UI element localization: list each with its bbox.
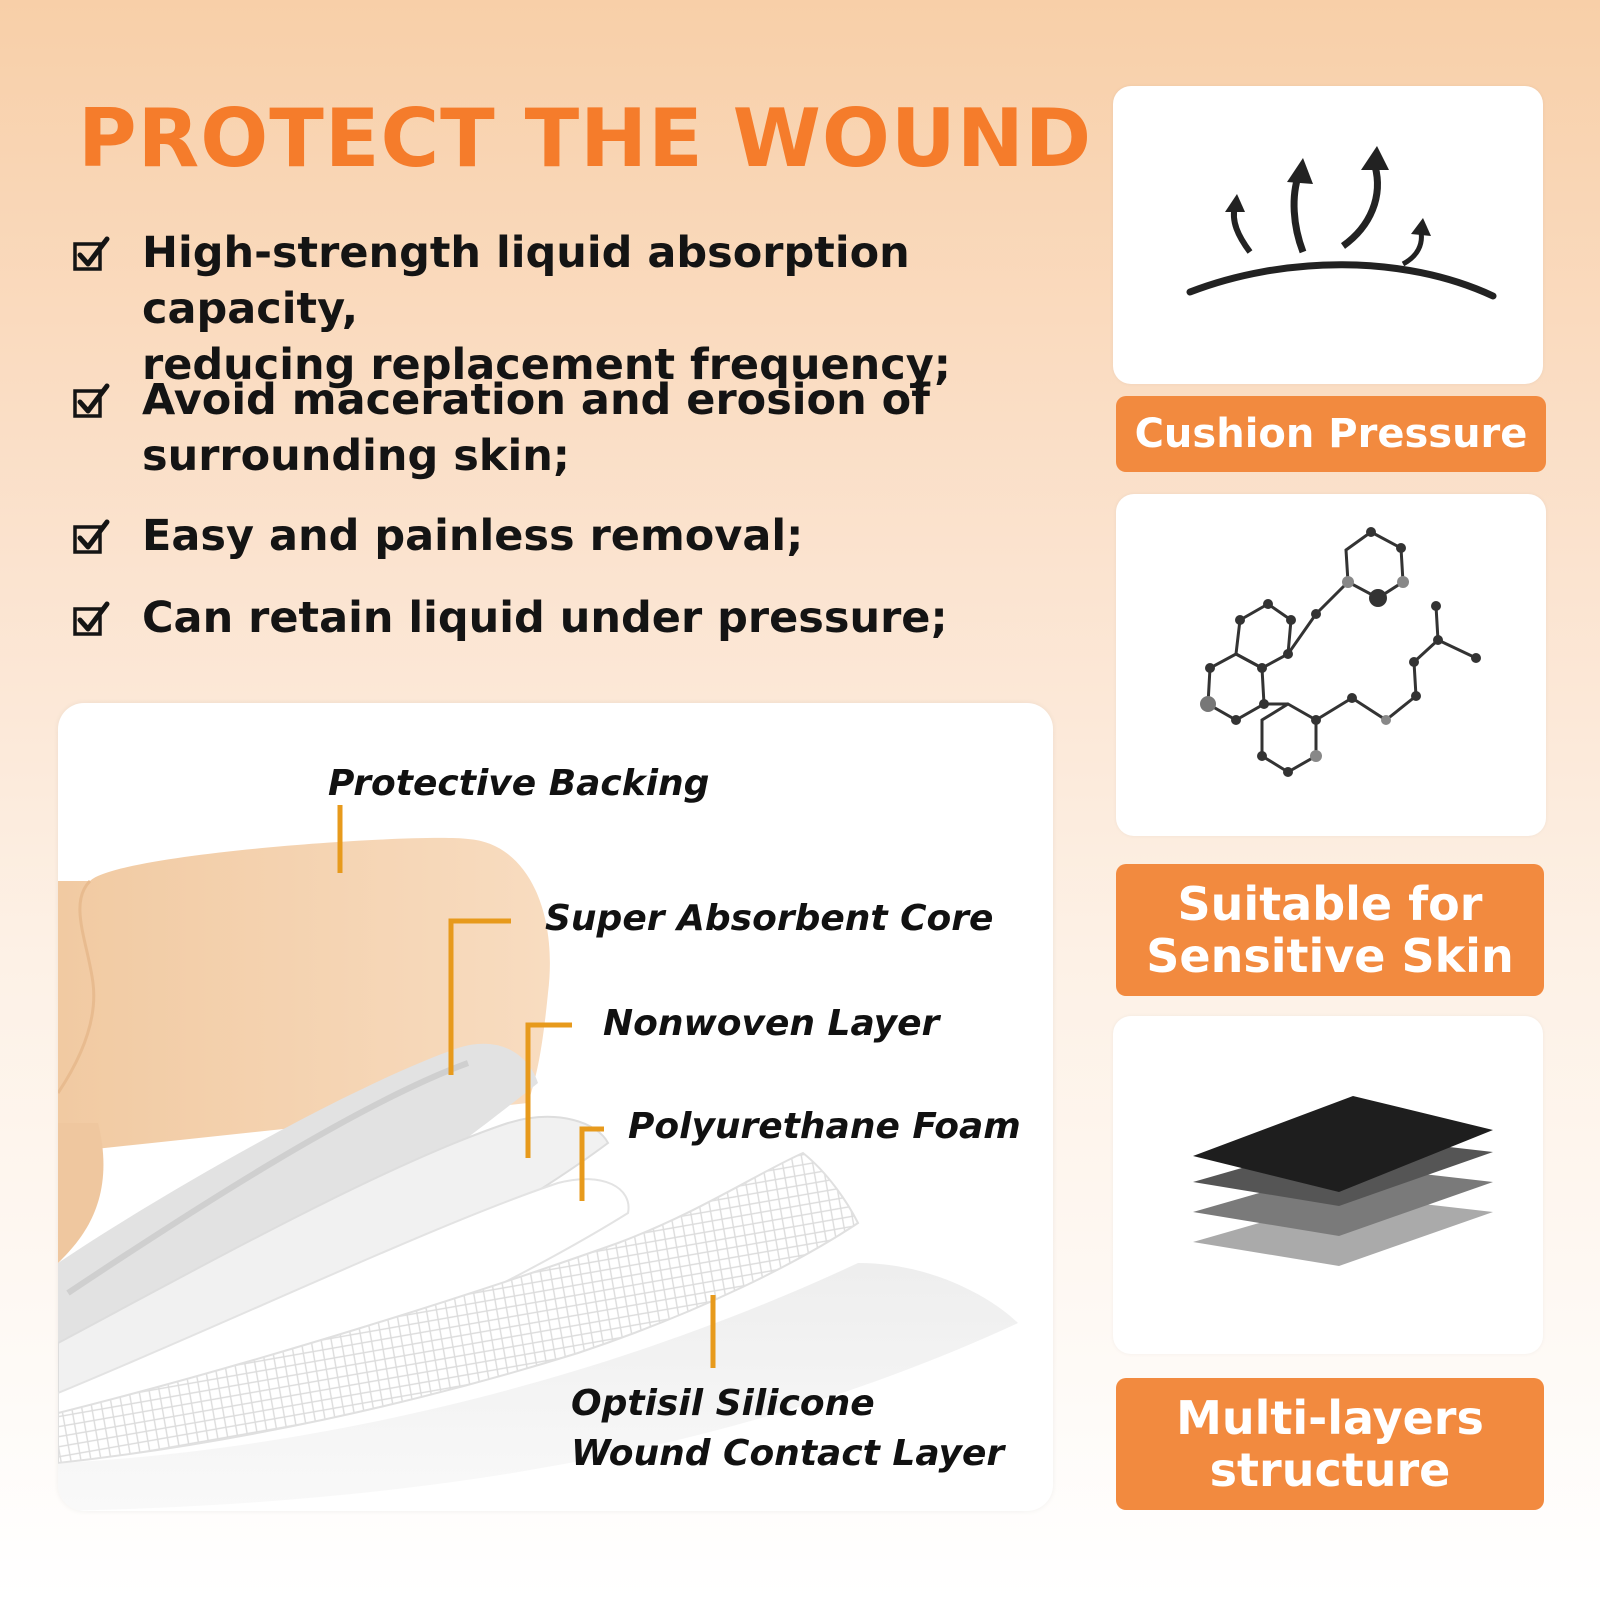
sensitive-skin-tile — [1116, 494, 1546, 836]
label-polyurethane-foam: Polyurethane Foam — [628, 1106, 1021, 1147]
label-contact-layer-line1: Optisil Silicone — [571, 1383, 875, 1424]
dressing-layers-diagram: Protective Backing Super Absorbent Core … — [58, 703, 1053, 1511]
multi-layers-banner: Multi-layers structure — [1116, 1378, 1544, 1510]
label-nonwoven-layer: Nonwoven Layer — [603, 1003, 940, 1044]
sensitive-skin-line1: Suitable for — [1177, 877, 1483, 931]
multi-layers-line2: structure — [1209, 1443, 1451, 1497]
feature-item-removal: Easy and painless removal; — [72, 508, 1082, 564]
feature-line: Can retain liquid under pressure; — [142, 593, 948, 643]
cushion-pressure-tile — [1113, 86, 1543, 384]
sensitive-skin-banner: Suitable for Sensitive Skin — [1116, 864, 1544, 996]
checkbox-checked-icon — [73, 236, 110, 271]
leader-line-nonwoven — [525, 1022, 572, 1158]
checkbox-checked-icon — [73, 383, 110, 418]
label-contact-layer-line2: Wound Contact Layer — [571, 1433, 1005, 1474]
leader-line-core — [448, 918, 511, 1075]
backing-edge — [58, 879, 96, 1094]
feature-item-maceration: Avoid maceration and erosion of surround… — [72, 372, 1082, 484]
molecule-icon — [1200, 527, 1481, 777]
feature-text: Can retain liquid under pressure; — [142, 590, 1082, 646]
multi-layers-line1: Multi-layers — [1176, 1391, 1484, 1445]
label-protective-backing: Protective Backing — [328, 763, 710, 804]
cushion-pressure-label: Cushion Pressure — [1134, 411, 1528, 457]
cushion-pressure-icon — [1186, 146, 1497, 300]
silicone-contact-layer — [58, 1151, 860, 1465]
backing-base — [58, 1123, 104, 1263]
feature-text: High-strength liquid absorption capacity… — [142, 225, 1082, 393]
checkbox-checked-icon — [73, 519, 110, 554]
label-super-absorbent-core: Super Absorbent Core — [545, 898, 994, 939]
feature-item-absorption: High-strength liquid absorption capacity… — [72, 225, 1082, 393]
sensitive-skin-line2: Sensitive Skin — [1146, 929, 1514, 983]
layers-icon — [1193, 1096, 1493, 1266]
leader-line-foam — [579, 1126, 604, 1201]
feature-line: Easy and painless removal; — [142, 511, 804, 561]
feature-text: Easy and painless removal; — [142, 508, 1082, 564]
page-headline: PROTECT THE WOUND — [78, 92, 1093, 185]
checkbox-checked-icon — [73, 601, 110, 636]
feature-line: reducing replacement frequency; — [142, 340, 951, 390]
super-absorbent-core-layer — [58, 1043, 538, 1353]
cushion-pressure-banner: Cushion Pressure — [1116, 396, 1546, 472]
feature-item-pressure: Can retain liquid under pressure; — [72, 590, 1082, 646]
feature-line: High-strength liquid absorption capacity… — [142, 228, 910, 334]
leader-lines — [337, 805, 716, 1368]
dressing-illustration — [58, 805, 1018, 1511]
feature-line: Avoid maceration and erosion of — [142, 375, 930, 425]
feature-line: surrounding skin; — [142, 431, 571, 481]
multi-layers-tile — [1113, 1016, 1543, 1354]
feature-text: Avoid maceration and erosion of surround… — [142, 372, 1082, 484]
